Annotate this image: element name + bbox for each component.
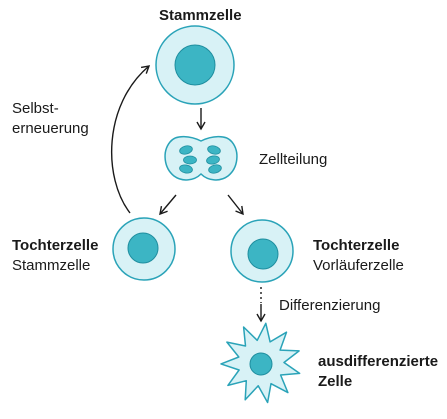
stem-cell-label: Stammzelle: [159, 7, 242, 24]
daughter-progenitor-label-line1: Tochterzelle: [313, 237, 400, 254]
daughter-progenitor-cell: [230, 219, 294, 283]
daughter-progenitor-label-line2: Vorläuferzelle: [313, 257, 404, 274]
stem-cell: [155, 25, 235, 105]
stem-cell-nucleus: [174, 44, 216, 86]
differentiated-cell-label-line2: Zelle: [318, 373, 353, 390]
daughter-stem-cell-label-line1: Tochterzelle: [12, 237, 99, 254]
differentiation-label: Differenzierung: [279, 297, 381, 314]
chromosome: [208, 164, 222, 174]
daughter-stem-cell: [112, 217, 176, 281]
self-renewal-arrow: [110, 65, 151, 214]
chromosome: [179, 164, 193, 174]
dividing-cell: [164, 135, 238, 181]
chromosome: [207, 145, 221, 155]
chromosome: [179, 145, 193, 155]
cell-division-label: Zellteilung: [259, 151, 328, 168]
daughter-stem-cell-nucleus: [127, 232, 159, 264]
chromosome: [183, 155, 197, 165]
arrow-to-left-daughter: [159, 194, 177, 216]
self-renewal-label-line2: erneuerung: [12, 120, 89, 137]
differentiated-cell: [220, 322, 301, 404]
chromosome: [206, 155, 220, 165]
daughter-progenitor-cell-nucleus: [247, 238, 279, 270]
differentiated-cell-label-line1: ausdifferenzierte: [318, 353, 439, 370]
arrow-to-right-daughter: [227, 194, 244, 216]
differentiated-cell-nucleus: [249, 352, 273, 376]
self-renewal-label-line1: Selbst-: [12, 100, 59, 117]
daughter-stem-cell-label-line2: Stammzelle: [12, 257, 91, 274]
